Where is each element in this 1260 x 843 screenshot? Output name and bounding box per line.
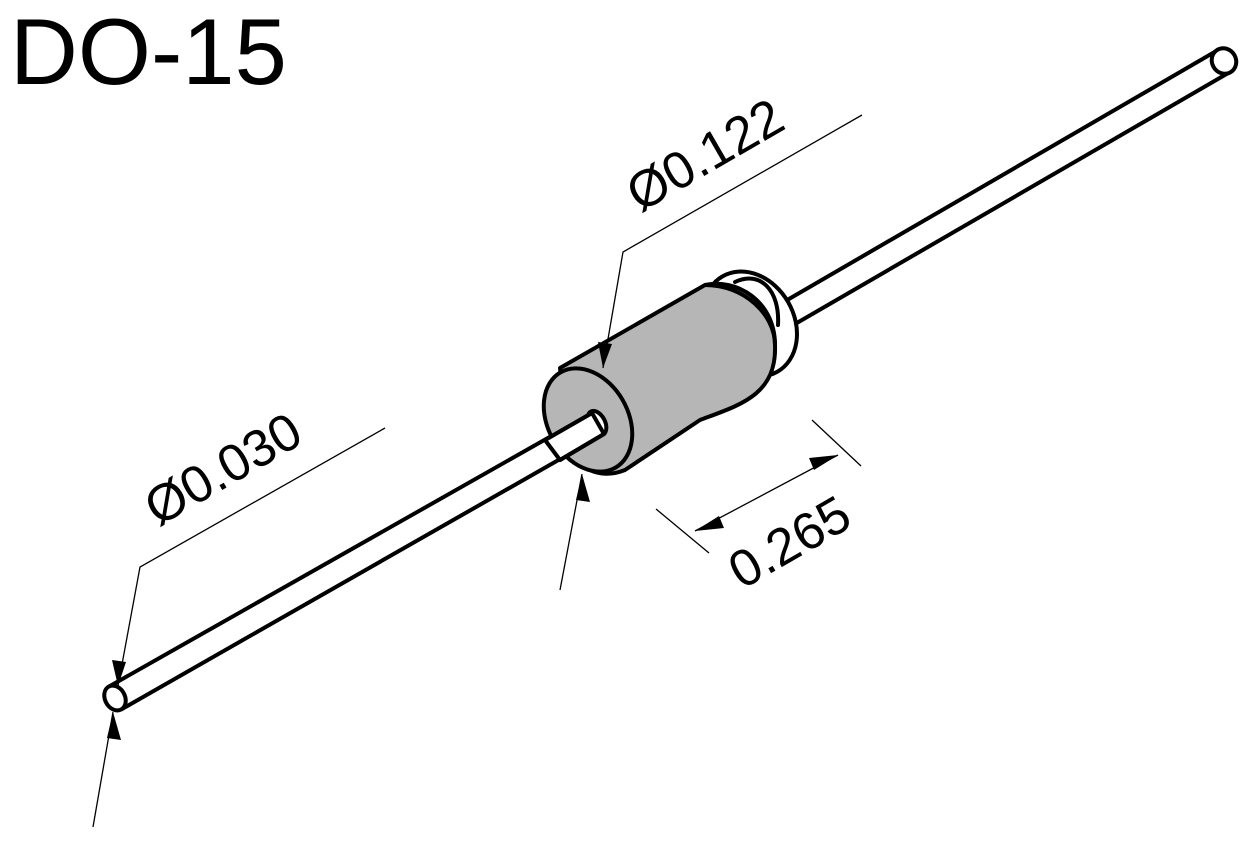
body-length-dimension: 0.265	[655, 419, 862, 600]
body-length-label: 0.265	[719, 485, 861, 600]
body-diameter-label: Ø0.122	[617, 88, 794, 224]
lead-diameter-label: Ø0.030	[135, 402, 312, 538]
package-title: DO-15	[10, 0, 287, 104]
right-lead	[768, 46, 1239, 333]
left-lead	[102, 411, 606, 713]
